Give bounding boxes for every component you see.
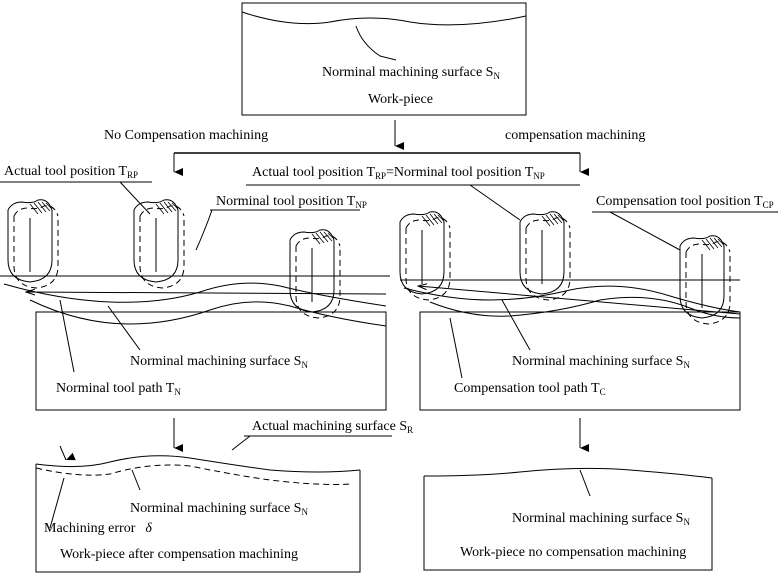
- right-equal-label: Actual tool position TRP=Norminal tool p…: [252, 165, 545, 181]
- left-path-label: Norminal tool path TN: [56, 381, 181, 397]
- left-surface-label: Norminal machining surface SN: [130, 354, 308, 370]
- bottom-right-title: Work-piece no compensation machining: [460, 545, 686, 560]
- bottom-right-surface-label: Norminal machining surface SN: [512, 511, 690, 527]
- left-nominal-tool-label: Norminal tool position TNP: [216, 194, 367, 210]
- right-surface-label: Norminal machining surface SN: [512, 354, 690, 370]
- left-panel: Actual tool position TRP Norminal tool p…: [0, 164, 390, 411]
- left-tool-2: [133, 199, 185, 289]
- workpiece-title: Work-piece: [368, 92, 433, 107]
- right-panel: Actual tool position TRP=Norminal tool p…: [246, 165, 778, 411]
- compensation-label: compensation machining: [505, 128, 645, 143]
- actual-surface-label: Actual machining surface SR: [252, 419, 413, 435]
- right-comp-tool-label: Compensation tool position TCP: [596, 194, 774, 210]
- no-compensation-label: No Compensation machining: [104, 128, 268, 143]
- bottom-left-surface-label: Norminal machining surface SN: [130, 501, 308, 517]
- left-actual-tool-text: Actual tool position TRP: [4, 164, 138, 180]
- bottom-right-box: Norminal machining surface SN Work-piece…: [423, 467, 713, 571]
- right-tool-2: [519, 211, 571, 301]
- bottom-left-title: Work-piece after compensation machining: [60, 547, 298, 562]
- left-tool-3: [289, 229, 341, 319]
- workpiece-surface-label: Norminal machining surface SN: [322, 65, 500, 81]
- workpiece-box: Norminal machining surface SN Work-piece: [241, 2, 527, 116]
- left-tool-1: [7, 199, 59, 289]
- bottom-left-box: Actual machining surface SR Norminal mac…: [35, 419, 413, 573]
- right-path-label: Compensation tool path TC: [454, 381, 606, 397]
- branch-arrows: [173, 152, 589, 176]
